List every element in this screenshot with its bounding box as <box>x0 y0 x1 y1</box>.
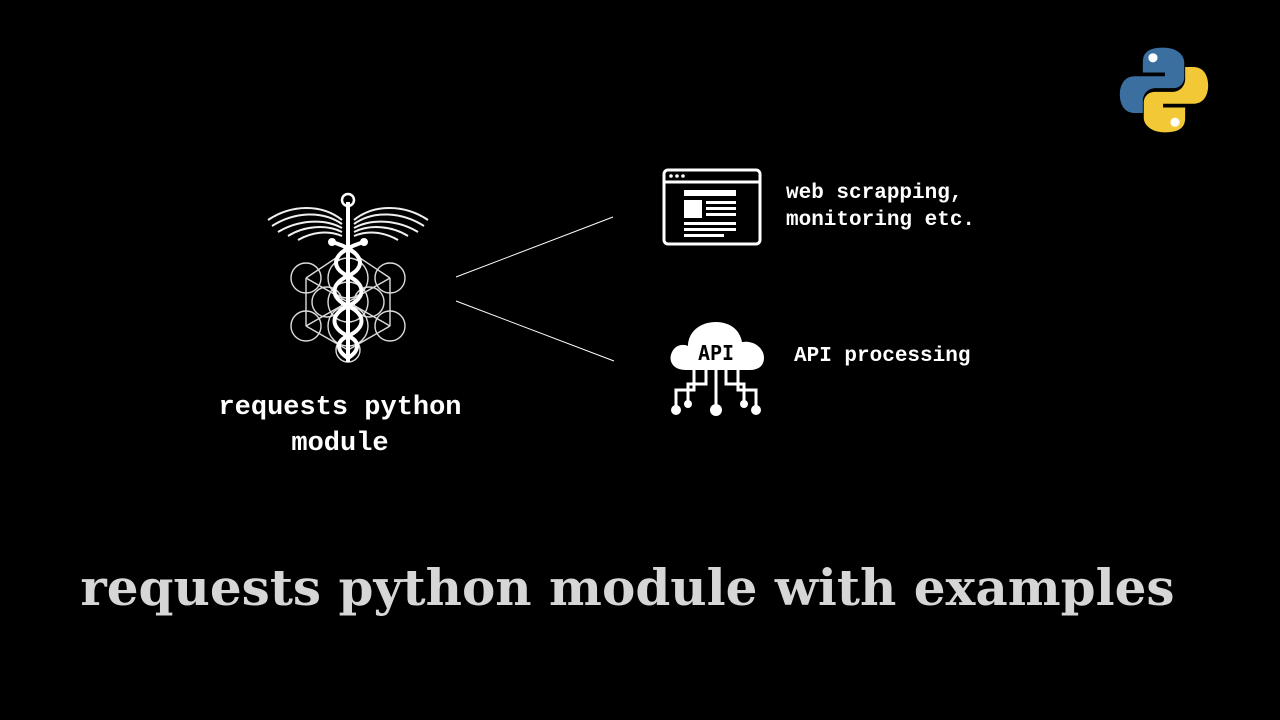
python-logo-icon <box>1119 47 1209 133</box>
web-scrapping-label-line2: monitoring etc. <box>786 209 976 232</box>
center-node-label: requests python module <box>180 390 500 462</box>
browser-window-icon <box>662 168 762 246</box>
center-node-label-line1: requests python <box>218 393 462 423</box>
api-cloud-icon-text: API <box>698 341 734 365</box>
web-scrapping-label: web scrapping, monitoring etc. <box>786 180 975 234</box>
api-cloud-icon: API <box>670 322 764 416</box>
web-scrapping-label-line1: web scrapping, <box>786 182 963 205</box>
api-processing-label: API processing <box>794 345 971 368</box>
headline: requests python module with examples <box>80 558 1175 617</box>
connector-line-web <box>455 216 614 278</box>
caduceus-icon <box>267 192 429 363</box>
connector-line-api <box>455 300 615 362</box>
center-node-label-line2: module <box>291 429 389 459</box>
